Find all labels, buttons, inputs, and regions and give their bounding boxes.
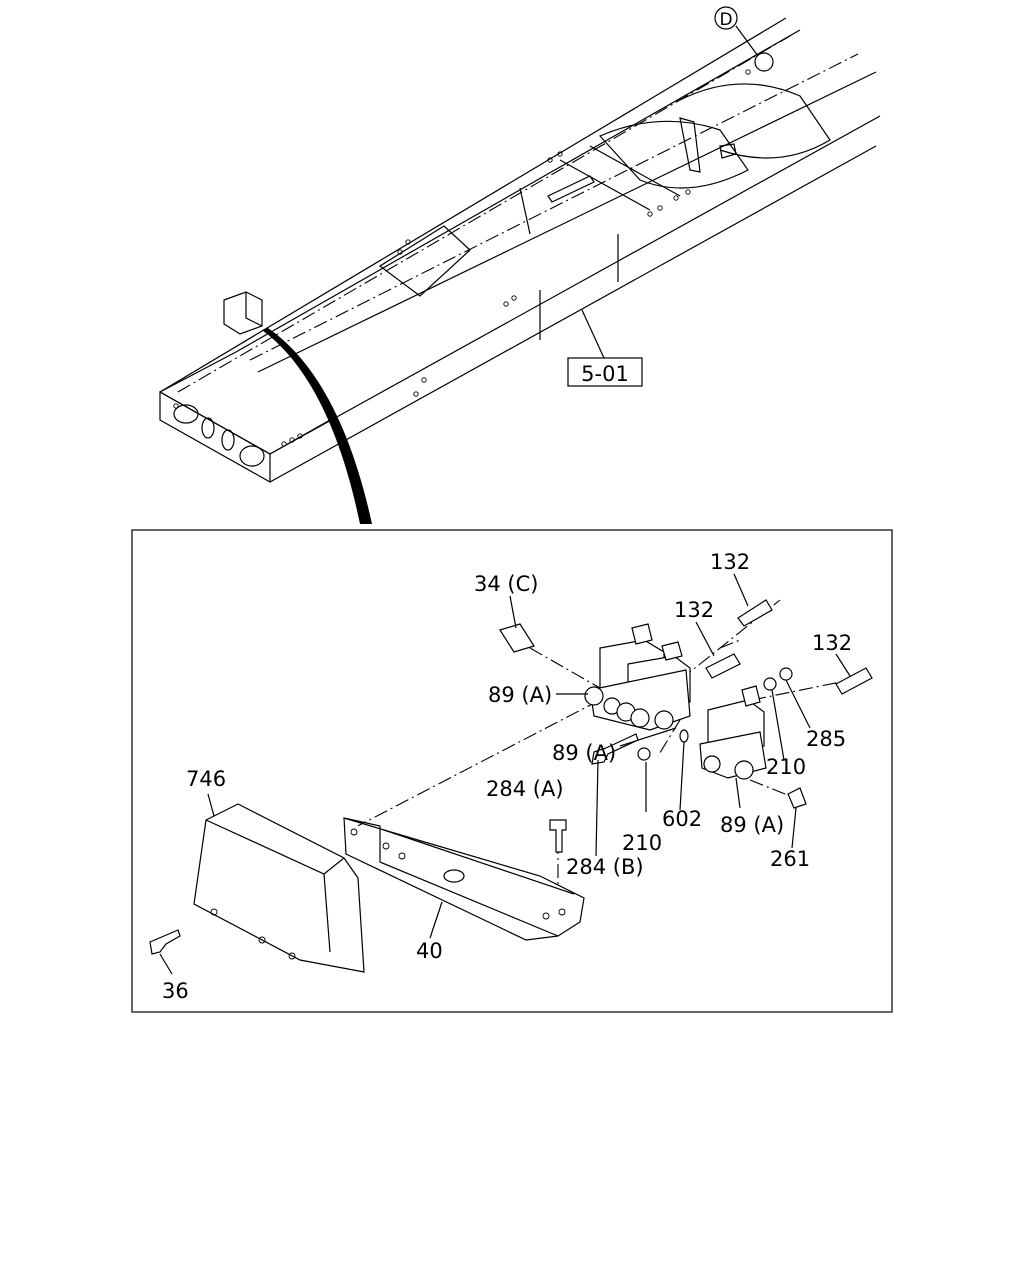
label-210-right: 210 (766, 755, 806, 779)
bolt-284a (549, 819, 567, 853)
label-34c: 34 (C) (474, 572, 538, 596)
frame-fitting (754, 52, 774, 72)
part-labels: 34 (C) 132 132 132 89 (A) 89 (A) 89 (A) … (162, 550, 852, 1003)
label-746: 746 (186, 767, 226, 791)
plug-261 (787, 787, 807, 809)
fitting-132-right (835, 667, 873, 695)
mounting-bracket-40 (343, 817, 585, 941)
cover-746 (193, 803, 365, 973)
label-132-mid: 132 (674, 598, 714, 622)
o-ring-602 (679, 729, 689, 743)
washer-285 (779, 667, 793, 681)
detail-pointer-arrow (262, 328, 372, 524)
bolt-284b (591, 733, 639, 765)
label-36: 36 (162, 979, 189, 1003)
label-89a-lower: 89 (A) (720, 813, 784, 837)
callout-d-text: D (719, 10, 732, 30)
fitting-34c (499, 623, 535, 653)
label-89a-mid: 89 (A) (552, 741, 616, 765)
washer-210-right (763, 677, 777, 691)
label-261: 261 (770, 847, 810, 871)
label-210-center: 210 (622, 831, 662, 855)
label-284a: 284 (A) (486, 777, 564, 801)
bolt-36 (149, 929, 181, 955)
chassis-frame: D 5-01 (159, 6, 881, 484)
label-132-top: 132 (710, 550, 750, 574)
label-602: 602 (662, 807, 702, 831)
leader-lines (159, 573, 851, 975)
label-89a-upper: 89 (A) (488, 683, 552, 707)
solenoid-valve-lower (699, 685, 767, 780)
fitting-132-top (737, 599, 773, 627)
label-284b: 284 (B) (566, 855, 644, 879)
fitting-132-mid (705, 653, 741, 679)
washer-210-center (637, 747, 651, 761)
label-40: 40 (416, 939, 443, 963)
label-132-right: 132 (812, 631, 852, 655)
label-285: 285 (806, 727, 846, 751)
solenoid-valve-upper (584, 623, 691, 731)
frame-reference-box (567, 357, 643, 387)
valve-mount-location (223, 291, 263, 335)
frame-reference-label: 5-01 (581, 362, 629, 386)
callout-d-circle (714, 6, 738, 30)
detail-frame (131, 529, 893, 1013)
